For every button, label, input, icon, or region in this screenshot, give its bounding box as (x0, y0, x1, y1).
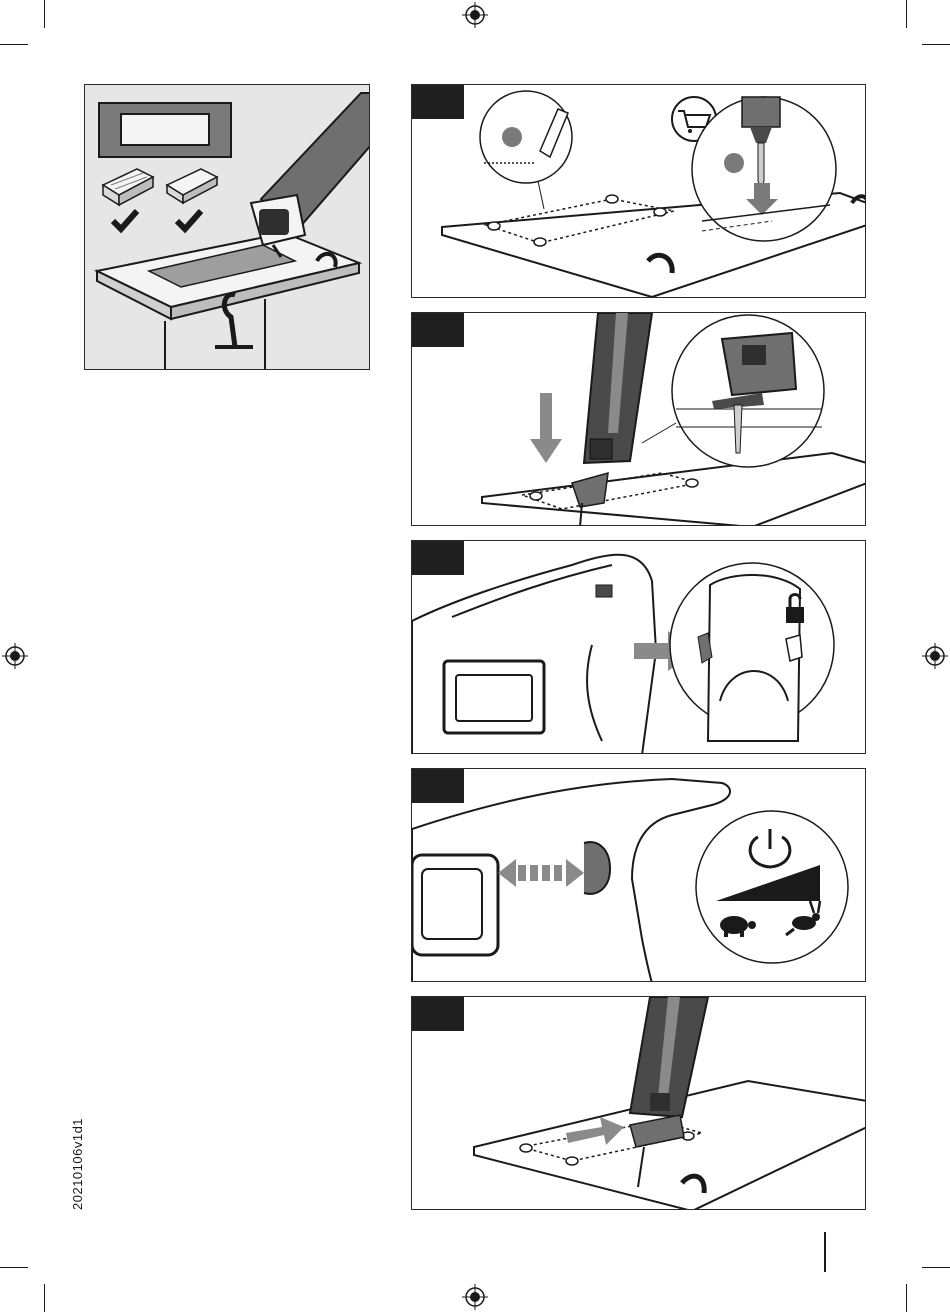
step-2-panel (411, 312, 866, 526)
step-5-illustration (412, 997, 866, 1210)
registration-mark-icon (462, 1284, 488, 1310)
crop-mark (922, 1267, 950, 1268)
crop-mark (44, 1284, 45, 1312)
crop-mark (906, 0, 907, 28)
step-1-panel (411, 84, 866, 298)
step-1-illustration (412, 85, 866, 298)
step-5-panel (411, 996, 866, 1210)
registration-mark-icon (2, 643, 28, 669)
step-number-tab (412, 85, 464, 119)
intro-panel (84, 84, 370, 370)
step-4-illustration (412, 769, 866, 982)
step-3-panel (411, 540, 866, 754)
crop-mark (0, 44, 28, 45)
intro-illustration (85, 85, 370, 370)
check-icon (113, 211, 137, 229)
step-number-tab (412, 541, 464, 575)
crop-mark (0, 1267, 28, 1268)
crop-mark (906, 1284, 907, 1312)
step-number-tab (412, 769, 464, 803)
step-number-tab (412, 997, 464, 1031)
document-code: 20210106v1d1 (70, 1118, 85, 1210)
step-4-panel (411, 768, 866, 982)
registration-mark-icon (922, 643, 948, 669)
step-number-tab (412, 313, 464, 347)
registration-mark-icon (462, 2, 488, 28)
step-3-illustration (412, 541, 866, 754)
crop-mark (44, 0, 45, 28)
check-icon (177, 211, 201, 229)
page-number-bar (824, 1232, 826, 1272)
step-2-illustration (412, 313, 866, 526)
crop-mark (922, 44, 950, 45)
down-arrow-icon (530, 393, 562, 463)
